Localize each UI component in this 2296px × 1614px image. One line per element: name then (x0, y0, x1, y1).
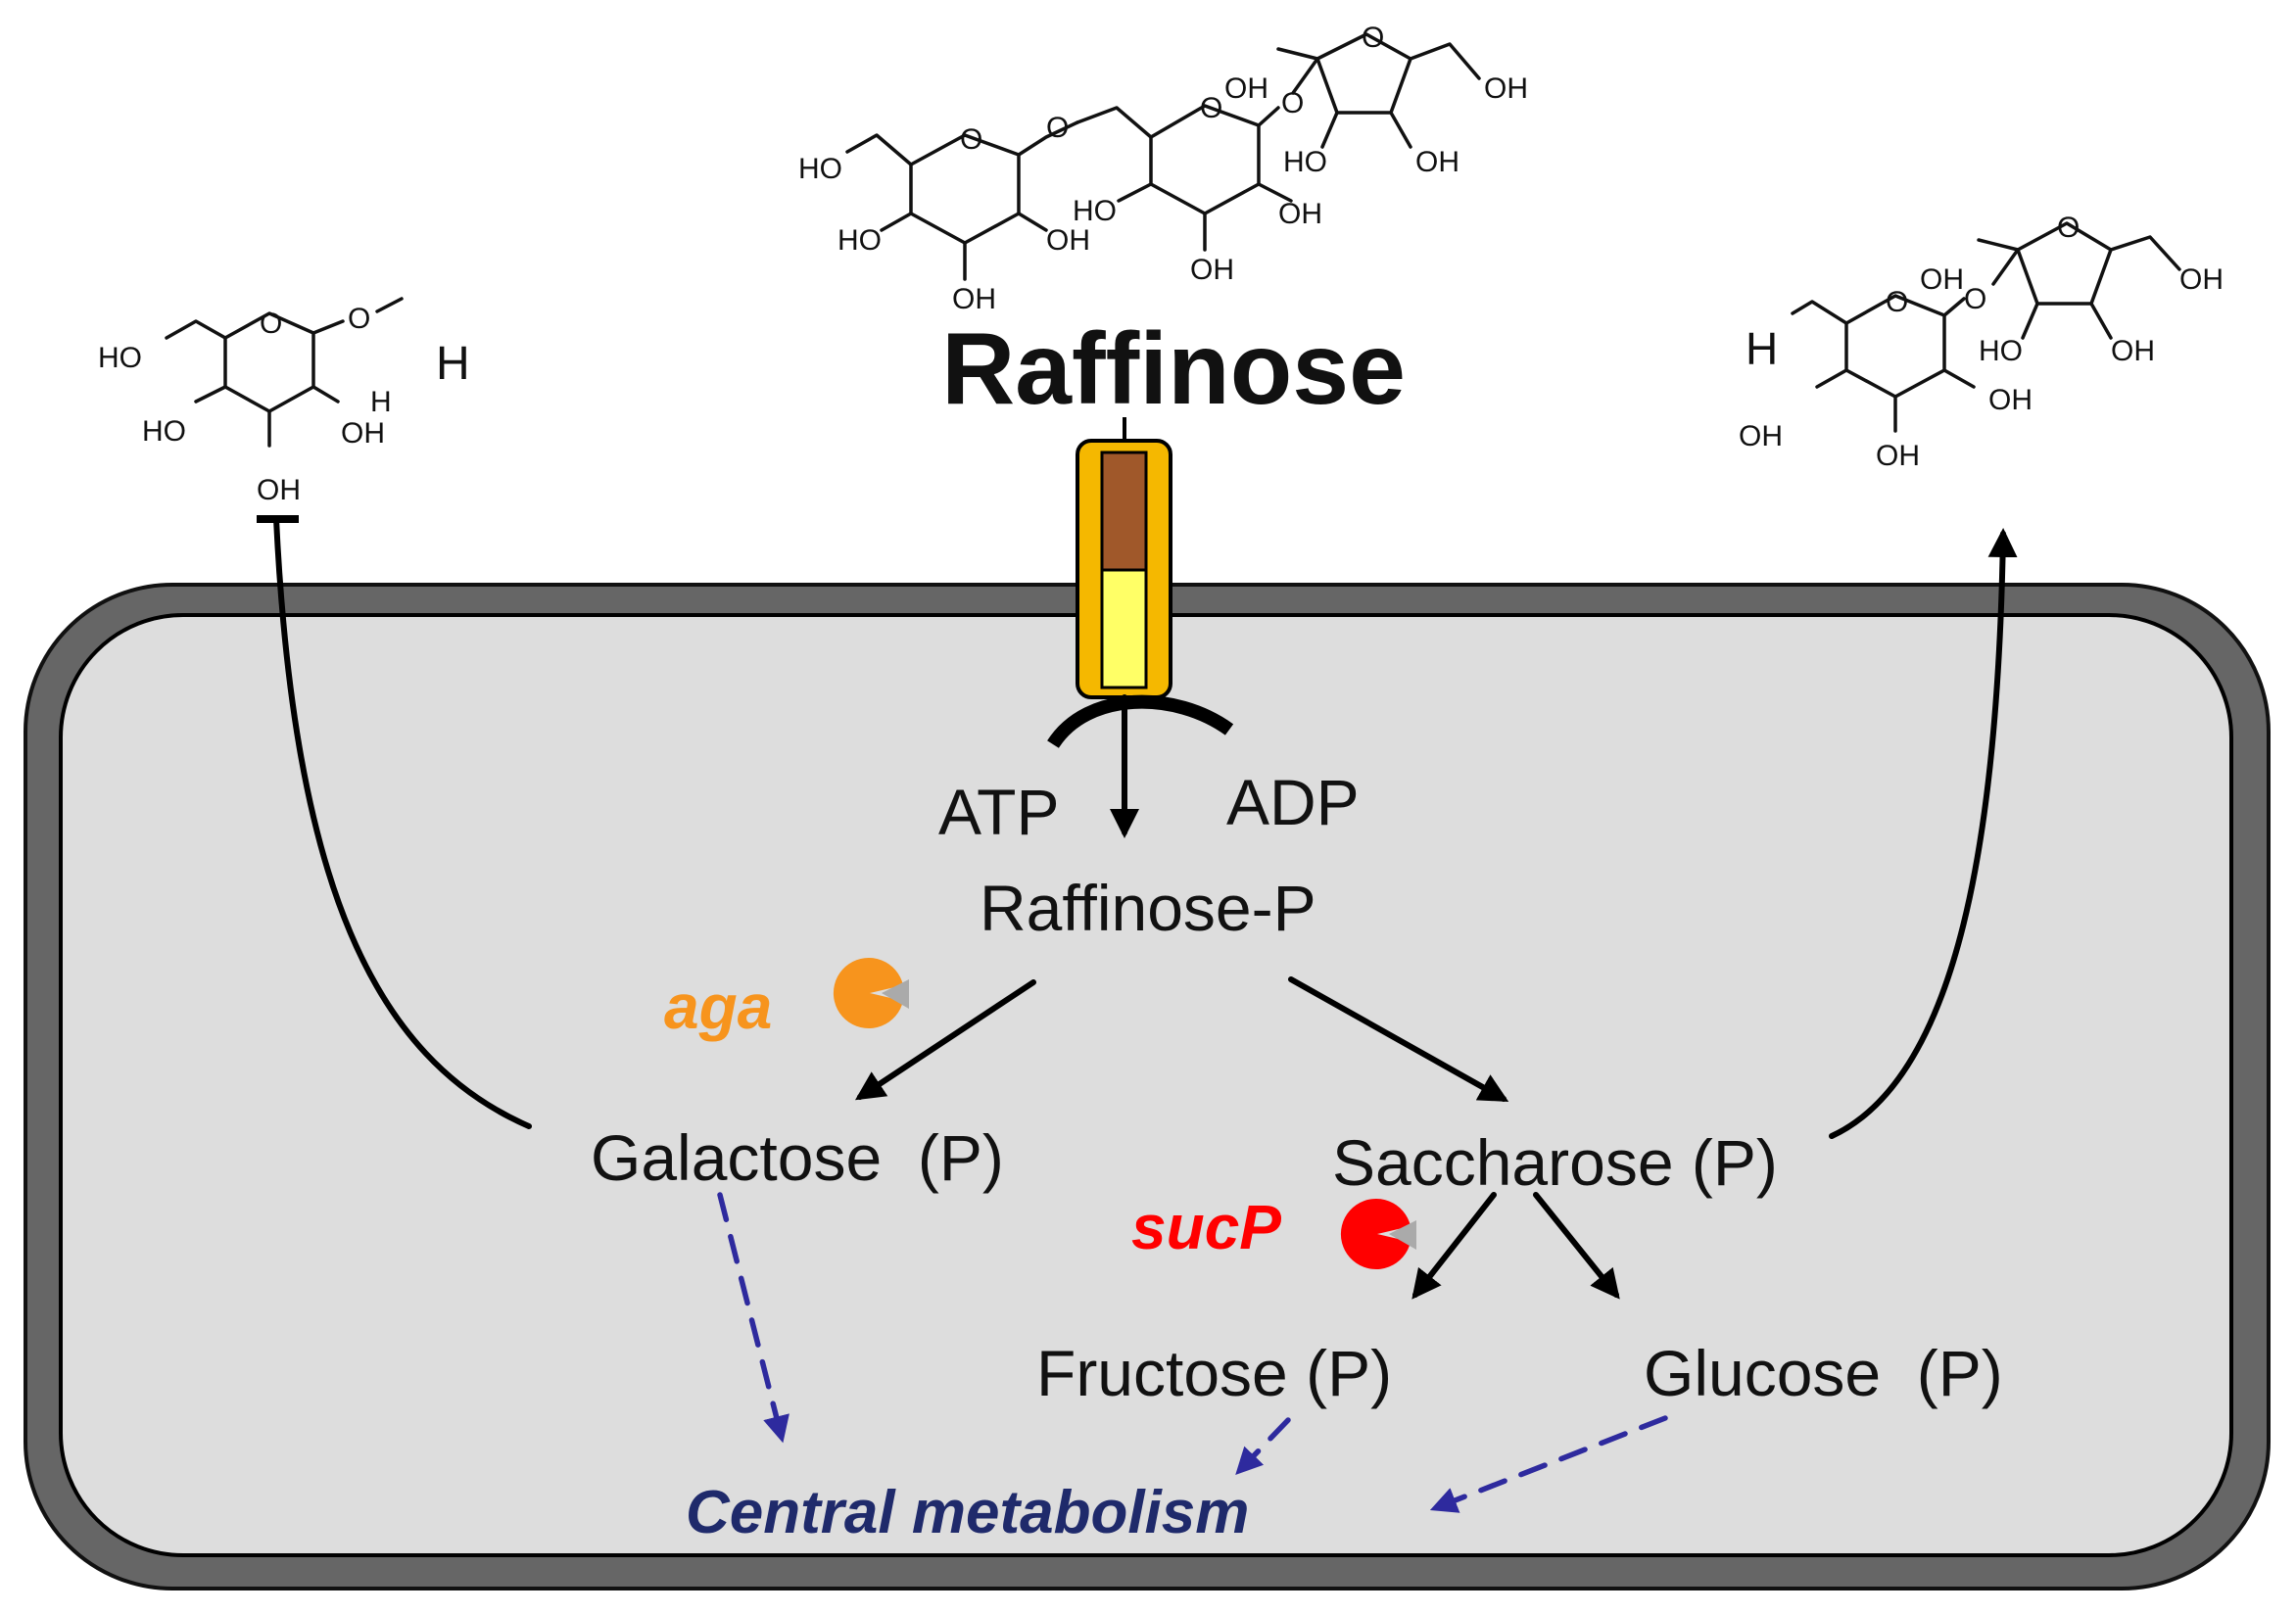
svg-text:OH: OH (341, 417, 385, 450)
sucrose-h-label: H (1746, 323, 1778, 374)
dashed-galactose-central (717, 1192, 789, 1444)
svg-text:O: O (2057, 212, 2080, 244)
arrow-to-saccharose (1288, 976, 1509, 1102)
raffinose-atom-labels: O O O O O HO HO OH OH HO OH OH OH OH HO … (798, 22, 1528, 315)
svg-text:OH: OH (1224, 72, 1268, 105)
transporter-yellow-segment (1100, 568, 1148, 689)
svg-text:O: O (1964, 283, 1986, 315)
svg-text:O: O (260, 308, 282, 340)
adp-label: ADP (1226, 766, 1360, 838)
svg-text:OH: OH (1876, 440, 1920, 472)
saccharose-label: Saccharose (P) (1332, 1126, 1778, 1199)
central-metabolism-label: Central metabolism (686, 1479, 1249, 1546)
pathway-arrows (257, 515, 2018, 1513)
transporter-brown-segment (1100, 451, 1148, 572)
sucrose-atom-labels: O O O OH OH HO OH OH OH OH H (1739, 212, 2224, 472)
svg-text:HO: HO (798, 153, 842, 185)
arrow-to-fructose (1411, 1192, 1497, 1300)
galactose-structure (165, 297, 404, 448)
arrow-to-galactose (854, 979, 1036, 1101)
aga-gene-label: aga (664, 972, 772, 1042)
sucp-enzyme-icon (1340, 1199, 1416, 1269)
svg-text:OH: OH (1278, 198, 1322, 230)
svg-text:H: H (370, 386, 392, 418)
svg-text:HO: HO (98, 342, 142, 374)
aga-enzyme-icon (833, 958, 909, 1029)
title-raffinose: Raffinose (941, 312, 1406, 426)
svg-text:OH: OH (1988, 384, 2033, 416)
galactose-h-label: H (436, 338, 470, 390)
svg-text:OH: OH (1415, 146, 1459, 178)
svg-text:HO: HO (1979, 335, 2023, 367)
svg-text:OH: OH (1484, 72, 1528, 105)
atp-label: ATP (938, 776, 1059, 848)
export-galactose-arrow (273, 516, 532, 1129)
svg-text:O: O (1281, 87, 1304, 119)
svg-text:O: O (1200, 92, 1222, 124)
svg-text:OH: OH (1739, 420, 1783, 452)
svg-text:HO: HO (1073, 195, 1117, 227)
sucrose-structure (1791, 221, 2181, 433)
raffinose-p-label: Raffinose-P (980, 872, 1316, 944)
galactose-atom-labels: O O HO HO OH OH H H (98, 303, 470, 506)
cell-cytoplasm (59, 613, 2233, 1557)
raffinose-structure (845, 32, 1481, 281)
sucp-gene-label: sucP (1131, 1192, 1281, 1262)
svg-text:OH: OH (1046, 224, 1090, 257)
svg-text:O: O (348, 303, 370, 335)
fructose-label: Fructose (P) (1036, 1337, 1392, 1409)
svg-text:O: O (1046, 112, 1069, 144)
transporter (1047, 417, 1234, 838)
svg-text:HO: HO (142, 415, 186, 448)
dashed-glucose-central (1429, 1415, 1668, 1513)
galactose-label: Galactose (P) (591, 1121, 1004, 1194)
cell (24, 583, 2271, 1590)
atp-adp-curved-arrow (1047, 694, 1234, 749)
svg-text:OH: OH (257, 474, 301, 506)
svg-text:OH: OH (952, 283, 996, 315)
svg-text:OH: OH (2111, 335, 2155, 367)
svg-text:O: O (960, 123, 982, 156)
svg-text:OH: OH (1190, 254, 1234, 286)
glucose-label: Glucose (P) (1644, 1337, 2003, 1409)
svg-text:O: O (1886, 286, 1908, 318)
svg-text:HO: HO (837, 224, 882, 257)
export-sucrose-arrow (1829, 528, 2018, 1139)
svg-text:HO: HO (1283, 146, 1327, 178)
dashed-fructose-central (1235, 1417, 1291, 1475)
svg-text:O: O (1362, 22, 1384, 54)
svg-text:OH: OH (1920, 263, 1964, 296)
arrow-to-glucose (1533, 1192, 1620, 1300)
svg-text:OH: OH (2179, 263, 2224, 296)
